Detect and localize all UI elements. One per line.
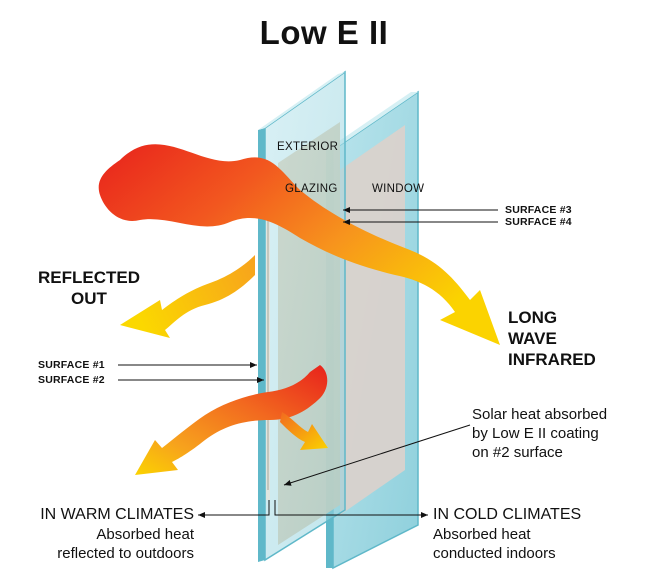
cold-climates-heading: IN COLD CLIMATES bbox=[433, 506, 582, 523]
warm-climate-heat-wave bbox=[135, 365, 328, 475]
warm-climates-block: IN WARM CLIMATES Absorbed heat reflected… bbox=[8, 505, 194, 563]
warm-climates-line-1: Absorbed heat bbox=[96, 526, 194, 543]
incoming-heat-wave bbox=[98, 144, 501, 345]
cold-climates-line-2: conducted indoors bbox=[433, 545, 556, 562]
long-wave-infrared-label: LONG WAVE INFRARED bbox=[508, 307, 596, 370]
surface-3-label: SURFACE #3 bbox=[505, 204, 572, 216]
surface-2-label: SURFACE #2 bbox=[38, 374, 105, 386]
surface-4-label: SURFACE #4 bbox=[505, 216, 572, 228]
low-e-coating bbox=[266, 180, 270, 500]
exterior-label: EXTERIOR bbox=[277, 141, 339, 153]
reflected-out-line-1: REFLECTED bbox=[38, 268, 140, 287]
surface-1-label: SURFACE #1 bbox=[38, 359, 105, 371]
warm-climates-heading: IN WARM CLIMATES bbox=[40, 506, 194, 523]
solar-line-1: Solar heat absorbed bbox=[472, 406, 608, 423]
cold-climates-block: IN COLD CLIMATES Absorbed heat conducted… bbox=[433, 505, 581, 563]
leader-lines bbox=[118, 207, 498, 518]
warm-climates-line-2: reflected to outdoors bbox=[57, 545, 194, 562]
solar-line-2: by Low E II coating bbox=[472, 425, 599, 442]
diagram-title: Low E II bbox=[259, 14, 389, 51]
infrared-line-3: INFRARED bbox=[508, 350, 596, 369]
inward-heat-wave bbox=[280, 412, 328, 450]
reflected-out-label: REFLECTED OUT bbox=[30, 267, 148, 309]
window-label: WINDOW bbox=[372, 183, 425, 195]
infrared-line-2: WAVE bbox=[508, 329, 557, 348]
reflected-out-line-2: OUT bbox=[71, 289, 107, 308]
solar-line-3: on #2 surface bbox=[472, 444, 563, 461]
infrared-line-1: LONG bbox=[508, 308, 558, 327]
solar-heat-note: Solar heat absorbed by Low E II coating … bbox=[472, 405, 607, 462]
glazing-label: GLAZING bbox=[285, 183, 338, 195]
cold-climates-line-1: Absorbed heat bbox=[433, 526, 531, 543]
reflected-heat-wave bbox=[120, 255, 255, 338]
